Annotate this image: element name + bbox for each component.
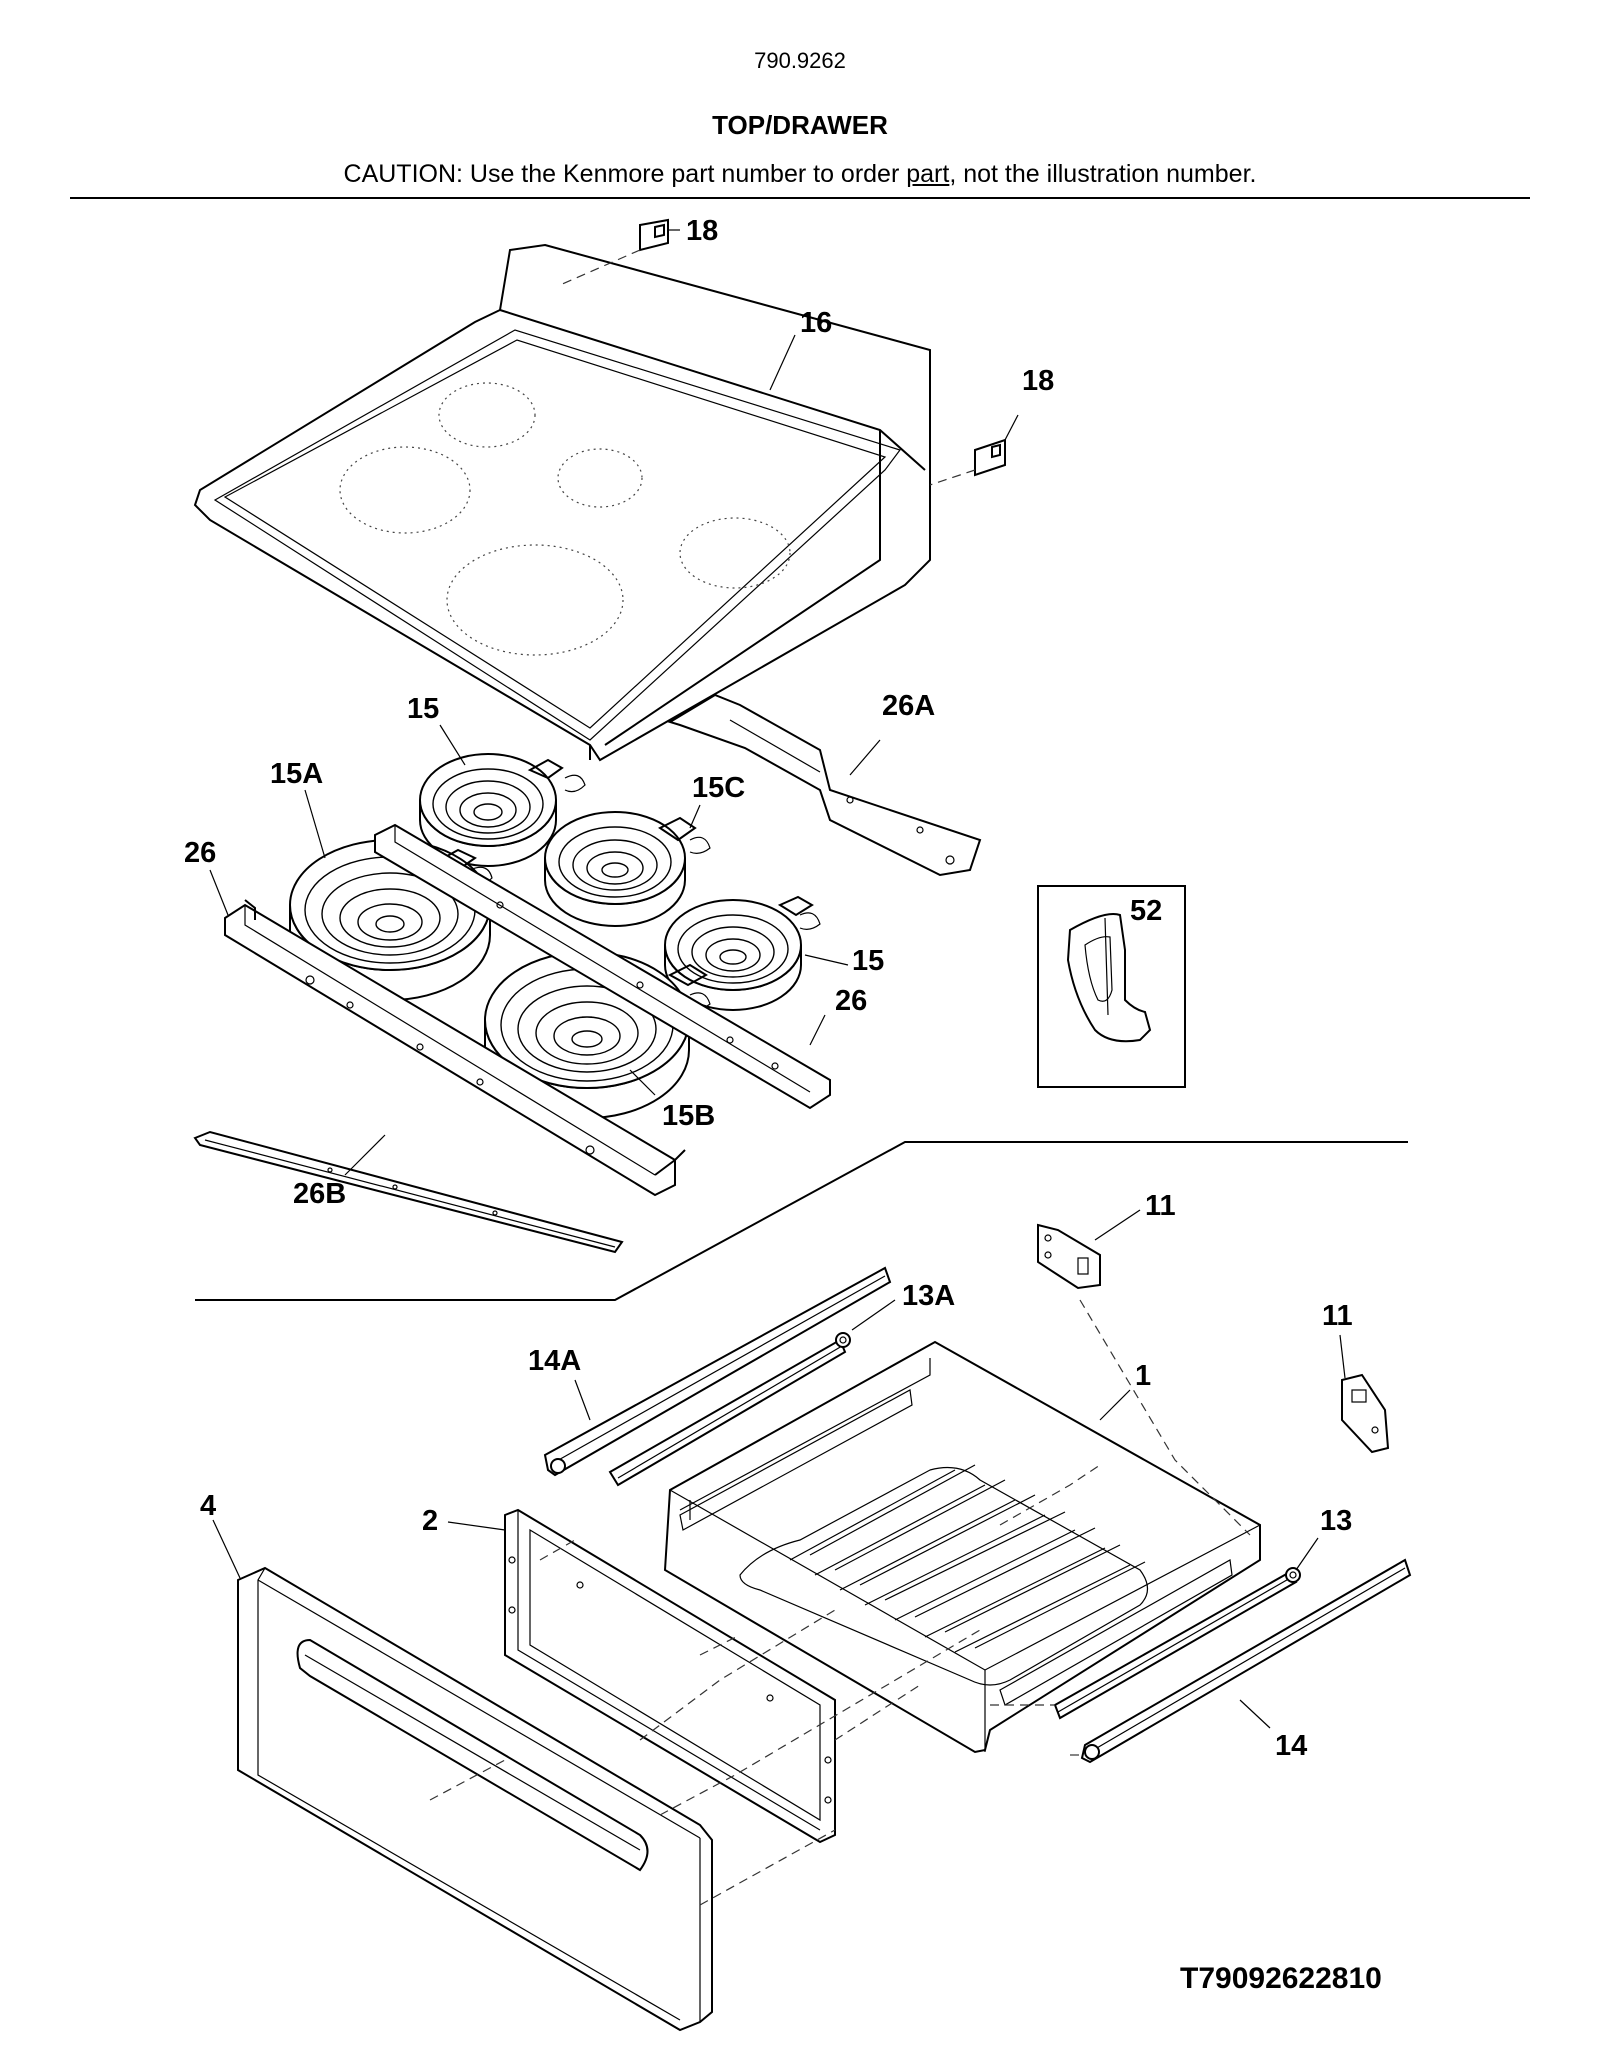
callout-15a: 15A xyxy=(270,758,323,790)
cooktop-part-16 xyxy=(193,243,931,762)
callout-15b: 15B xyxy=(662,1100,715,1132)
drawer-bracket-part-11-top xyxy=(1037,1223,1101,1290)
bracket-part-18-top xyxy=(559,218,669,286)
callout-18-top: 18 xyxy=(686,215,718,247)
drawer-slide-part-13a xyxy=(608,1332,851,1487)
header-rule xyxy=(70,197,1530,199)
burner-part-15-right xyxy=(664,895,821,1011)
caution-note: CAUTION: Use the Kenmore part number to … xyxy=(0,160,1600,189)
callout-4: 4 xyxy=(200,1490,216,1522)
section-divider xyxy=(195,1141,1408,1301)
callout-16: 16 xyxy=(800,307,832,339)
callout-13a: 13A xyxy=(902,1280,955,1312)
drawer-slide-part-13 xyxy=(1053,1567,1301,1720)
callout-18-right: 18 xyxy=(1022,365,1054,397)
burner-part-15c xyxy=(544,811,711,927)
assembly-guide-lines xyxy=(429,1299,1251,1906)
trim-strip-part-26b xyxy=(193,1130,624,1254)
caution-prefix: CAUTION: Use the Kenmore part number to … xyxy=(343,160,907,188)
callout-26-right: 26 xyxy=(835,985,867,1017)
callout-26b: 26B xyxy=(293,1178,346,1210)
callout-14: 14 xyxy=(1275,1730,1307,1762)
drawer-slide-part-14a xyxy=(543,1266,892,1477)
drawer-bracket-part-11-right xyxy=(1341,1373,1390,1454)
drawer-inner-panel-part-2 xyxy=(504,1508,836,1844)
callout-26a: 26A xyxy=(882,690,935,722)
model-number: 790.9262 xyxy=(754,48,846,73)
callout-15-right: 15 xyxy=(852,945,884,977)
callout-26-left: 26 xyxy=(184,837,216,869)
callout-15-top: 15 xyxy=(407,693,439,725)
drawing-id: T79092622810 xyxy=(1180,1962,1382,1995)
callout-2: 2 xyxy=(422,1505,438,1537)
callout-leaders xyxy=(209,229,1346,1729)
callout-11-top: 11 xyxy=(1145,1190,1176,1222)
callout-1: 1 xyxy=(1135,1360,1151,1392)
bracket-part-26a xyxy=(667,693,982,877)
callout-13: 13 xyxy=(1320,1505,1352,1537)
section-title: TOP/DRAWER xyxy=(712,110,888,140)
inset-box-part-52 xyxy=(1037,885,1186,1088)
caution-suffix: , not the illustration number. xyxy=(949,160,1257,188)
bracket-part-18-right xyxy=(929,438,1006,486)
drawer-slide-part-14 xyxy=(1080,1558,1412,1764)
caution-part-link: part xyxy=(906,160,950,188)
callout-52: 52 xyxy=(1130,895,1162,927)
callout-11-right: 11 xyxy=(1322,1300,1353,1332)
burner-bracket-part-26-left xyxy=(224,899,686,1197)
burner-bracket-part-26-right xyxy=(374,823,831,1110)
drawer-front-part-4 xyxy=(237,1566,713,2032)
callout-14a: 14A xyxy=(528,1345,581,1377)
drawer-body-part-1 xyxy=(663,1340,1261,1754)
callout-15c: 15C xyxy=(692,772,745,804)
